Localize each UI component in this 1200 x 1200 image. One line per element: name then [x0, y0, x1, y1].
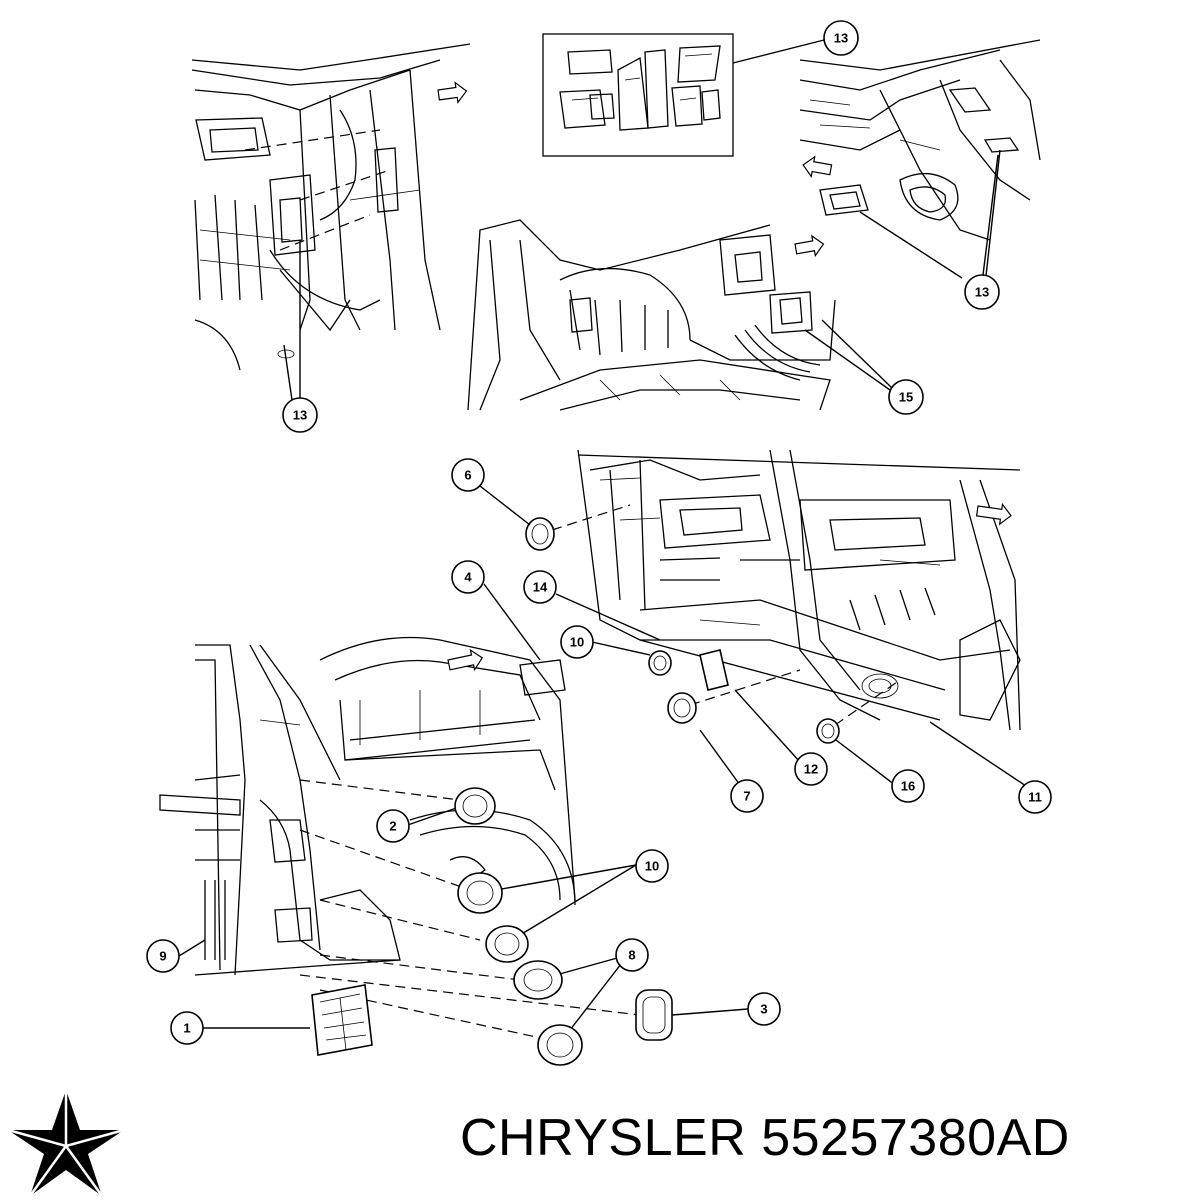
- callout-12: 12: [794, 752, 828, 786]
- part-caption: CHRYSLER 55257380AD: [460, 1108, 1070, 1168]
- view-mid-right: [483, 449, 1033, 791]
- callout-7: 7: [730, 779, 764, 813]
- callout-13-top-center: 13: [732, 20, 859, 64]
- callout-11: 11: [1018, 780, 1052, 814]
- callout-10-upper: 10: [560, 625, 594, 659]
- chrysler-pentastar-icon: [4, 1086, 128, 1200]
- callout-8: 8: [615, 938, 649, 972]
- callout-13-bottom-left: 13: [282, 397, 318, 433]
- view-top-center-inset: [542, 33, 734, 157]
- svg-text:3: 3: [760, 1002, 767, 1017]
- callout-15: 15: [888, 379, 924, 415]
- svg-text:4: 4: [464, 570, 472, 585]
- svg-text:7: 7: [743, 789, 750, 804]
- svg-text:2: 2: [389, 819, 396, 834]
- svg-text:10: 10: [570, 635, 584, 650]
- callout-10-lower: 10: [635, 849, 669, 883]
- callout-9: 9: [146, 939, 180, 973]
- part-number: 55257380AD: [761, 1109, 1070, 1167]
- svg-text:11: 11: [1028, 790, 1042, 805]
- view-bottom-left: [159, 636, 749, 1066]
- callout-1: 1: [170, 1011, 204, 1045]
- view-middle-center: [467, 219, 893, 411]
- callout-6: 6: [451, 458, 531, 526]
- svg-text:15: 15: [899, 390, 913, 405]
- callout-16: 16: [891, 769, 925, 803]
- brand-name: CHRYSLER: [460, 1109, 747, 1167]
- pentastar-shape: [7, 1090, 125, 1197]
- callout-4: 4: [451, 560, 485, 594]
- svg-text:13: 13: [293, 408, 307, 423]
- callout-2: 2: [376, 809, 410, 843]
- view-top-right: [799, 39, 1041, 279]
- callout-3: 3: [747, 992, 781, 1026]
- view-top-left: [191, 43, 471, 401]
- svg-text:13: 13: [834, 31, 848, 46]
- svg-text:10: 10: [645, 859, 659, 874]
- svg-text:8: 8: [628, 948, 635, 963]
- svg-text:12: 12: [804, 762, 818, 777]
- fwd-arrow: [437, 81, 468, 104]
- svg-text:16: 16: [901, 779, 915, 794]
- svg-text:14: 14: [533, 580, 548, 595]
- callout-14: 14: [523, 570, 557, 604]
- svg-text:1: 1: [183, 1021, 190, 1036]
- callout-13-top-right: 13: [964, 274, 1000, 310]
- svg-text:13: 13: [975, 285, 989, 300]
- svg-text:9: 9: [159, 949, 166, 964]
- svg-text:6: 6: [464, 468, 471, 483]
